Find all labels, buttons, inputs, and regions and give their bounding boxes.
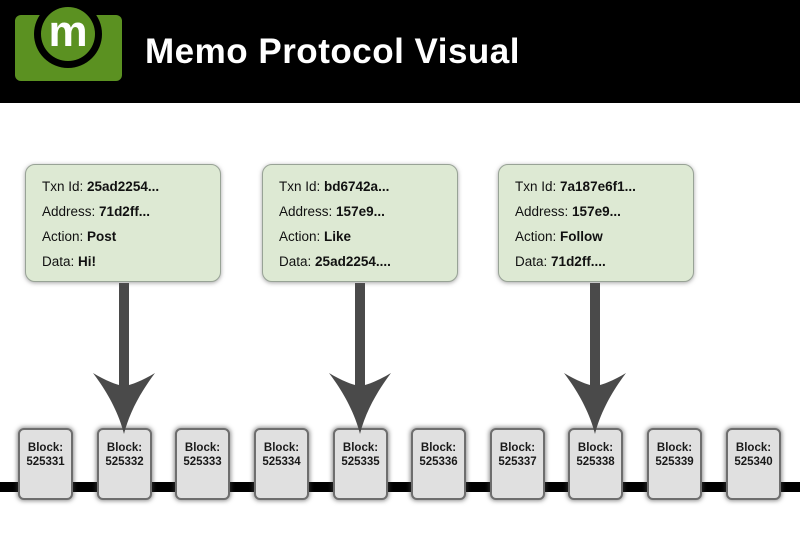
field-value: 157e9... — [336, 204, 385, 219]
arrow-down-icon — [329, 283, 391, 434]
field-label: Data: — [279, 254, 312, 269]
field-value: Like — [324, 229, 352, 244]
block-item: Block: 525335 — [333, 428, 388, 500]
page-title: Memo Protocol Visual — [145, 31, 520, 71]
field-value: 25ad2254.... — [315, 254, 391, 269]
field-value: Hi! — [78, 254, 97, 269]
field-label: Txn Id: — [279, 179, 321, 194]
block-number: 525331 — [26, 456, 65, 468]
field-label: Address: — [515, 204, 569, 219]
header-bar: m Memo Protocol Visual — [0, 0, 800, 103]
field-label: Data: — [515, 254, 548, 269]
block-label: Block: — [420, 442, 457, 454]
memo-logo-letter: m — [48, 7, 88, 56]
block-label: Block: — [656, 442, 693, 454]
block-number: 525335 — [341, 456, 380, 468]
block-number: 525336 — [419, 456, 458, 468]
block-item: Block: 525332 — [97, 428, 152, 500]
field-label: Address: — [42, 204, 96, 219]
block-label: Block: — [263, 442, 300, 454]
field-label: Txn Id: — [42, 179, 84, 194]
block-item: Block: 525337 — [490, 428, 545, 500]
block-item: Block: 525338 — [568, 428, 623, 500]
block-label: Block: — [735, 442, 772, 454]
block-item: Block: 525340 — [726, 428, 781, 500]
block-label: Block: — [342, 442, 379, 454]
block-number: 525338 — [576, 456, 615, 468]
field-label: Action: — [515, 229, 557, 244]
field-value: Post — [87, 229, 117, 244]
field-label: Data: — [42, 254, 75, 269]
block-number: 525332 — [105, 456, 144, 468]
block-item: Block: 525331 — [18, 428, 73, 500]
block-number: 525333 — [183, 456, 222, 468]
field-label: Address: — [279, 204, 333, 219]
txn-card: Txn Id: 25ad2254... Address: 71d2ff... A… — [25, 164, 221, 282]
field-value: 71d2ff.... — [551, 254, 606, 269]
memo-logo: m — [15, 0, 122, 81]
field-label: Action: — [279, 229, 321, 244]
field-value: 157e9... — [572, 204, 621, 219]
block-item: Block: 525336 — [411, 428, 466, 500]
txn-card: Txn Id: 7a187e6f1... Address: 157e9... A… — [498, 164, 694, 282]
field-value: Follow — [560, 229, 603, 244]
block-number: 525337 — [498, 456, 537, 468]
block-label: Block: — [577, 442, 614, 454]
memo-logo-ring: m — [34, 0, 102, 68]
block-number: 525334 — [262, 456, 301, 468]
field-value: bd6742a... — [324, 179, 390, 194]
field-label: Txn Id: — [515, 179, 557, 194]
block-number: 525339 — [655, 456, 694, 468]
memo-logo-circle: m — [41, 7, 95, 61]
arrow-down-icon — [93, 283, 155, 434]
block-item: Block: 525339 — [647, 428, 702, 500]
arrow-down-icon — [564, 283, 626, 434]
field-value: 7a187e6f1... — [560, 179, 636, 194]
block-label: Block: — [184, 442, 221, 454]
block-label: Block: — [27, 442, 64, 454]
field-value: 71d2ff... — [99, 204, 151, 219]
chain-line — [0, 482, 800, 492]
field-label: Action: — [42, 229, 84, 244]
block-item: Block: 525334 — [254, 428, 309, 500]
block-number: 525340 — [734, 456, 773, 468]
field-value: 25ad2254... — [87, 179, 160, 194]
block-item: Block: 525333 — [175, 428, 230, 500]
block-label: Block: — [499, 442, 536, 454]
txn-card: Txn Id: bd6742a... Address: 157e9... Act… — [262, 164, 458, 282]
block-label: Block: — [106, 442, 143, 454]
